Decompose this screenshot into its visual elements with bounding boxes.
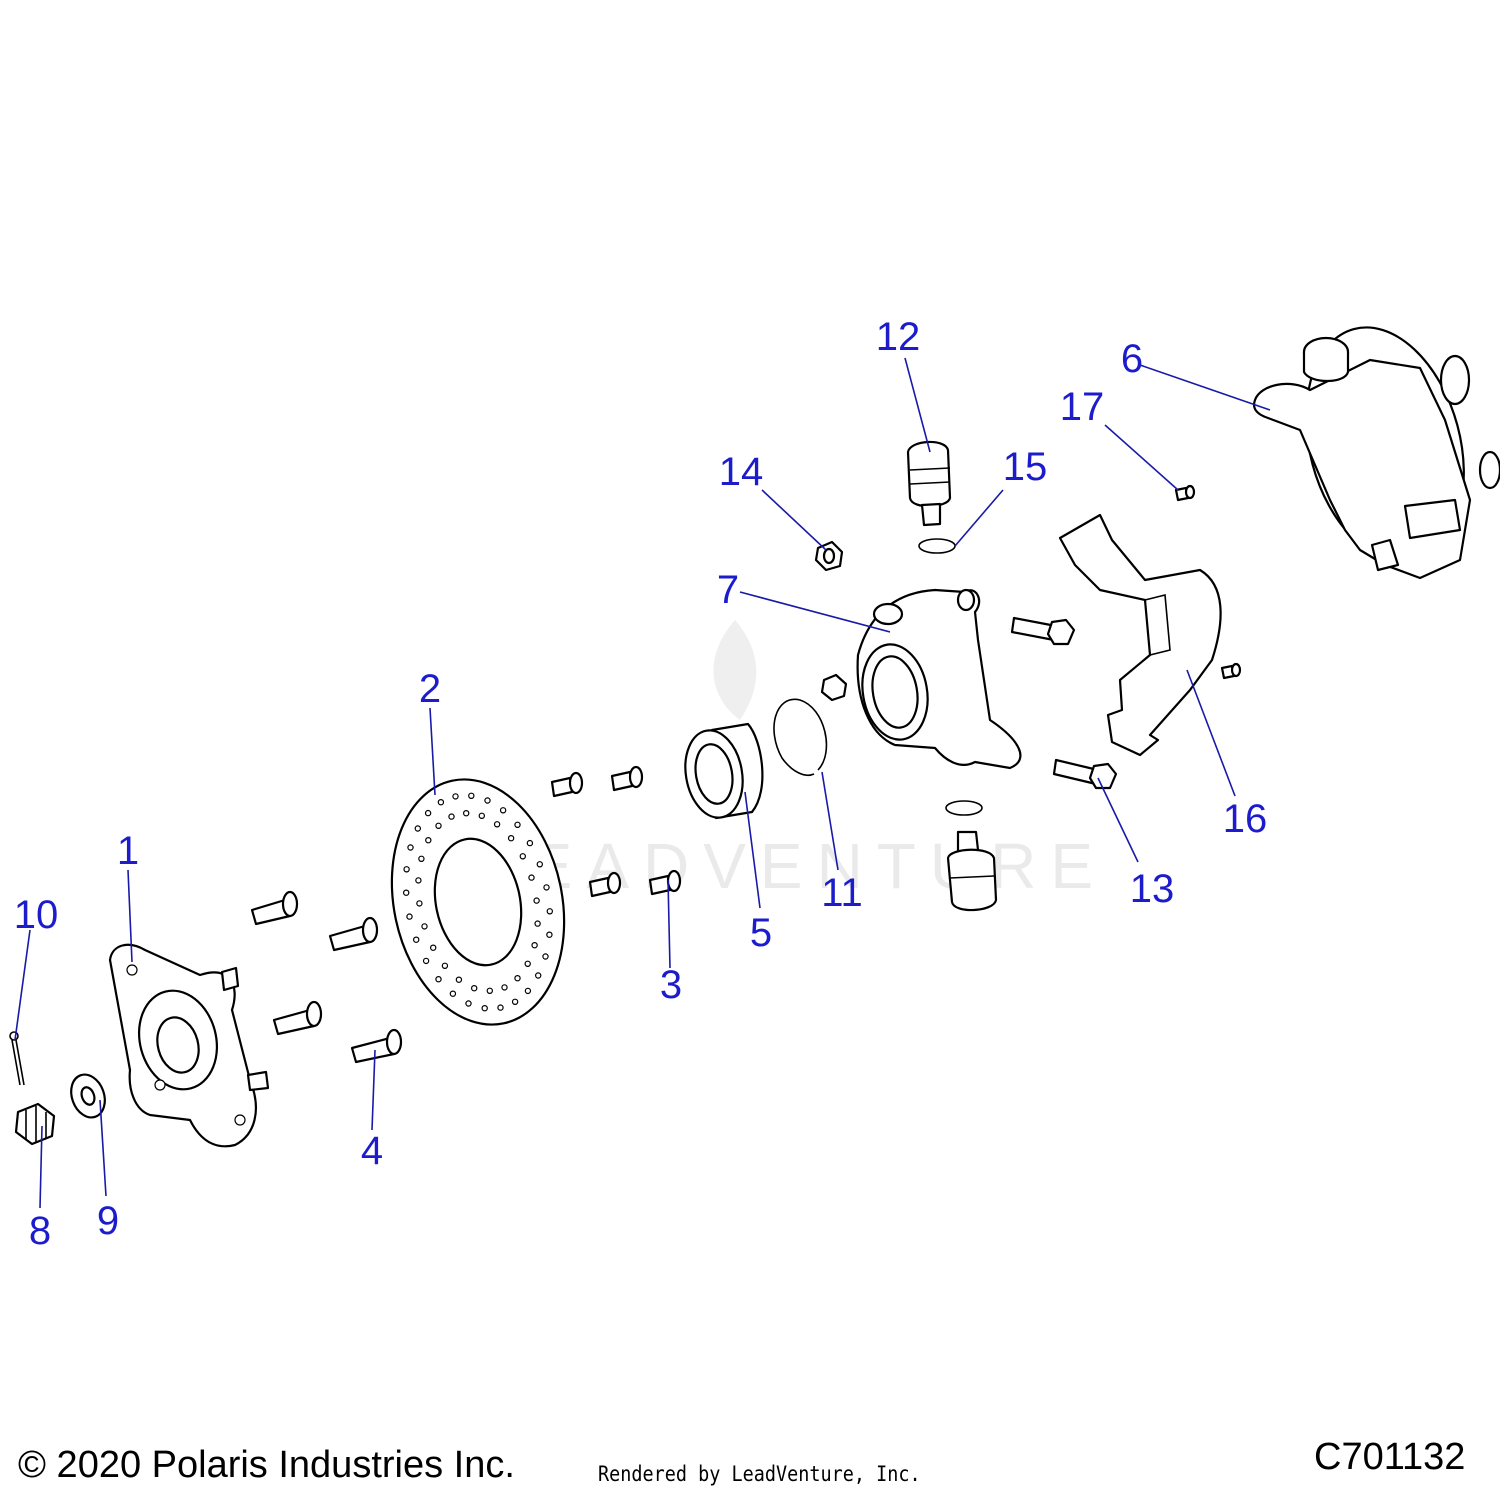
disc-hole [524,987,532,995]
callout-11: 11 [821,871,863,915]
disc-hole [437,799,445,806]
disc-hole [514,821,521,829]
callout-17: 17 [1060,385,1105,429]
disc-hole [435,822,442,830]
disc-hole [542,953,549,960]
part-2-brake-disc [390,778,566,1026]
part-11-retaining-ring [773,698,828,776]
disc-hole [486,987,493,995]
disc-hole [449,990,457,997]
disc-hole [413,936,420,943]
part-1-wheel-hub [108,943,270,1148]
callout-3: 3 [660,963,682,1007]
callout-9: 9 [97,1199,119,1243]
disc-hole [543,884,550,891]
disc-hole [441,962,449,970]
disc-hole [501,984,508,991]
disc-hole [484,797,491,804]
disc-hole [425,837,432,844]
part-4-wheel-studs [250,890,403,1064]
disc-hole [507,835,515,842]
disc-hole [448,813,455,820]
watermark-flame-logo [713,620,757,720]
brake-disc-holes [403,792,554,1012]
disc-hole [546,908,554,915]
disc-hole [424,809,432,817]
callout-5: 5 [750,911,772,955]
copyright-notice: © 2020 Polaris Industries Inc. [18,1444,515,1486]
rendered-by-credit: Rendered by LeadVenture, Inc. [598,1462,921,1486]
disc-hole [526,839,534,847]
callout-13: 13 [1130,867,1175,911]
disc-hole [546,931,553,938]
part-8-castle-nut [14,1102,56,1146]
part-7-steering-knuckle [856,588,1022,770]
callout-8: 8 [29,1209,51,1253]
disc-hole [514,975,521,982]
disc-hole [531,942,538,949]
disc-hole [416,900,423,907]
part-14-flange-nut [814,540,848,702]
disc-hole [406,913,413,920]
disc-hole [511,998,519,1006]
part-5-wheel-bearing [684,722,764,820]
disc-hole [533,897,540,904]
callout-14: 14 [719,450,764,494]
disc-hole [534,920,541,927]
disc-hole [524,960,531,968]
part-6-hub-assembly [1252,326,1500,580]
callout-16: 16 [1223,797,1268,841]
callout-4: 4 [361,1129,383,1173]
callout-7: 7 [717,568,739,612]
part-10-cotter-pin [9,1031,25,1086]
part-9-washer [70,1073,106,1119]
disc-hole [481,1005,488,1012]
disc-hole [499,807,507,814]
disc-hole [536,861,544,868]
callout-12: 12 [876,315,921,359]
disc-hole [403,889,410,896]
disc-hole [430,944,437,951]
disc-hole [418,855,425,863]
callout-15: 15 [1003,445,1048,489]
disc-hole [493,821,501,828]
part-16-caliper-bracket [1058,513,1222,757]
part-15-snap-ring [918,538,956,554]
callout-2: 2 [419,667,441,711]
disc-hole [519,853,527,860]
callout-1: 1 [117,829,139,873]
disc-hole [407,844,414,851]
disc-hole [465,1000,472,1007]
disc-hole [463,810,470,817]
part-13-caliper-bolts [1010,616,1118,790]
part-3-rotor-bolts [550,765,682,898]
callout-labels: 1 2 3 4 5 6 7 8 9 10 11 12 13 14 15 16 1… [14,315,1268,1253]
part-17-bolts [1174,484,1242,680]
disc-hole [414,825,421,832]
disc-hole [497,1004,504,1011]
disc-hole [422,957,430,965]
disc-hole [468,792,475,800]
disc-hole [435,976,442,983]
disc-hole [452,793,459,800]
disc-hole [421,923,428,930]
leader-lines [14,357,1271,1209]
disc-hole [528,874,535,881]
lower-snap-ring [945,800,983,816]
disc-hole [471,985,478,992]
diagram-code: C701132 [1314,1436,1466,1478]
part-12-upper-ball-joint [906,440,952,527]
disc-hole [455,976,463,983]
callout-6: 6 [1121,337,1143,381]
disc-hole [535,972,542,979]
disc-hole [415,877,422,884]
lower-ball-joint [946,830,998,912]
disc-hole [478,812,485,820]
callout-10: 10 [14,893,59,937]
disc-hole [403,866,410,873]
watermark: LEADVENTURE [480,830,1107,902]
